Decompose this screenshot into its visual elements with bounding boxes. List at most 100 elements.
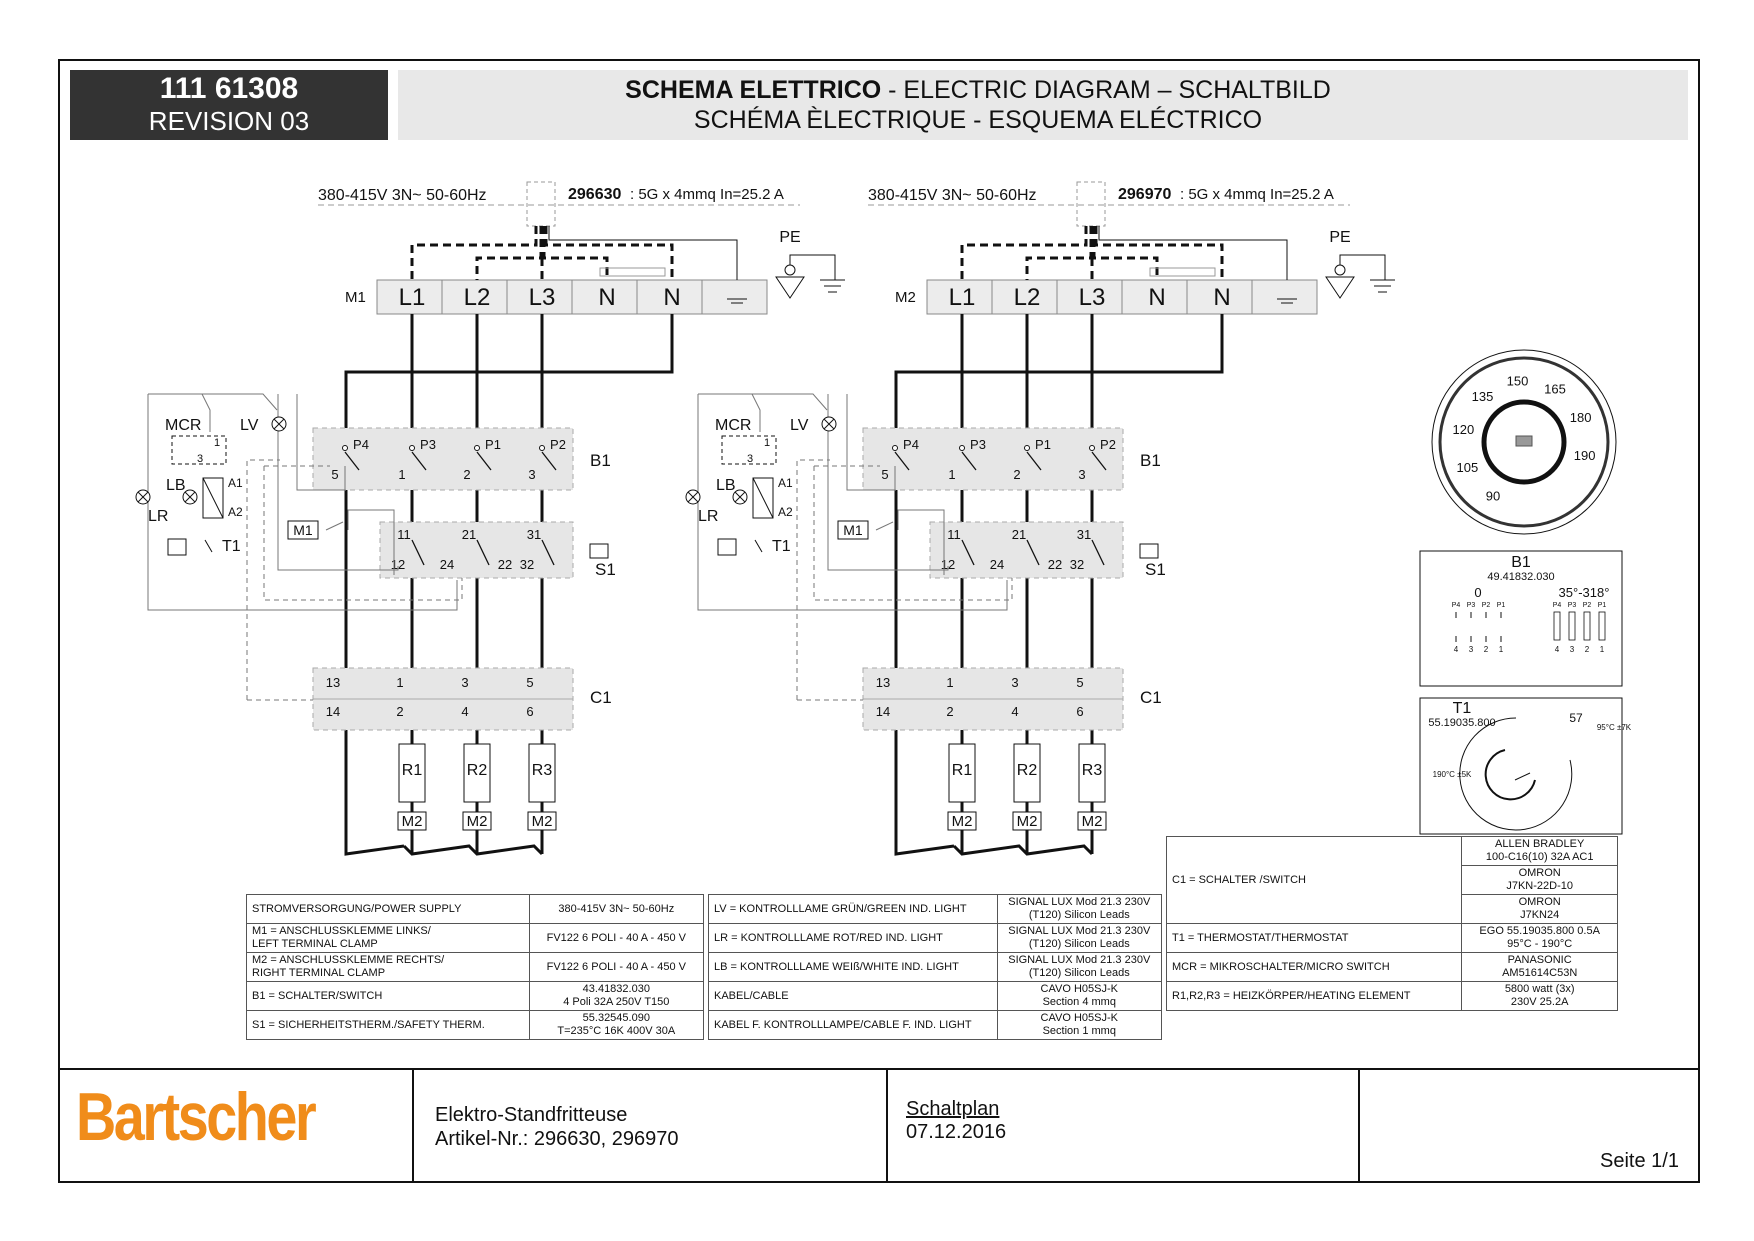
terminal-label: N bbox=[598, 284, 615, 311]
b1-pin-label: P2 bbox=[1100, 437, 1116, 452]
control-wire bbox=[875, 521, 894, 531]
spec-cell: 380-415V 3N~ 50-60Hz bbox=[528, 894, 705, 924]
b1-detail-pin: P3 bbox=[1467, 602, 1476, 609]
s1-contact bbox=[961, 539, 975, 566]
lamp-x bbox=[273, 418, 285, 430]
a2-label: A2 bbox=[228, 505, 243, 519]
b1-pin bbox=[409, 445, 415, 451]
title-block: SCHEMA ELETTRICO - ELECTRIC DIAGRAM – SC… bbox=[398, 70, 1688, 140]
b1-contact bbox=[1091, 451, 1107, 471]
c1-label: C1 bbox=[590, 688, 612, 707]
s1-pin-label: 31 bbox=[1077, 527, 1091, 542]
s1-sensor-icon bbox=[1139, 543, 1159, 559]
heater-label: R3 bbox=[1082, 762, 1103, 779]
m1-box-label: M1 bbox=[293, 522, 313, 538]
heater-label: R2 bbox=[467, 762, 488, 779]
page-number: Seite 1/1 bbox=[1600, 1150, 1679, 1172]
revision: REVISION 03 bbox=[148, 106, 310, 136]
s1-sensor-icon bbox=[589, 543, 609, 559]
b1-detail-pin: P1 bbox=[1497, 602, 1506, 609]
star-point bbox=[402, 844, 544, 856]
c1-pin-label: 5 bbox=[1076, 675, 1083, 690]
spec-cell: FV122 6 POLI - 40 A - 450 V bbox=[528, 923, 705, 953]
b1-pin bbox=[892, 445, 898, 451]
c1-pin-label: 4 bbox=[1011, 704, 1018, 719]
pe-node bbox=[784, 264, 796, 276]
b1-contact bbox=[541, 451, 557, 471]
cable-entry bbox=[526, 181, 556, 227]
control-wire bbox=[751, 393, 761, 432]
mcr-pin-label: 3 bbox=[197, 453, 203, 465]
c1-pin-label: 1 bbox=[396, 675, 403, 690]
c1-pin-label: 14 bbox=[876, 704, 890, 719]
b1-detail-contact bbox=[1583, 611, 1591, 641]
t1-detail-hi: 95°C ±7K bbox=[1597, 723, 1632, 732]
s1-pin-label: 22 bbox=[1048, 557, 1062, 572]
t1-detail-label: 57 bbox=[1569, 711, 1583, 725]
lb-label: LB bbox=[166, 477, 186, 494]
c1-label: C1 bbox=[1140, 688, 1162, 707]
a1-label: A1 bbox=[228, 476, 243, 490]
title-line-1: SCHEMA ELETTRICO - ELECTRIC DIAGRAM – SC… bbox=[398, 76, 1558, 105]
spec-cell: S1 = SICHERHEITSTHERM./SAFETY THERM. bbox=[246, 1010, 530, 1040]
control-wire bbox=[296, 394, 346, 491]
wire-n bbox=[344, 314, 674, 856]
footer-cell-product bbox=[412, 1068, 414, 1181]
b1-detail-contact bbox=[1553, 611, 1561, 641]
b1-label: B1 bbox=[1140, 451, 1161, 470]
b1-detail-pin: P2 bbox=[1583, 602, 1592, 609]
terminal-label: N bbox=[1148, 284, 1165, 311]
b1-switch bbox=[312, 427, 574, 491]
spec-cell: KABEL F. KONTROLLLAMPE/CABLE F. IND. LIG… bbox=[708, 1010, 998, 1040]
c1-pin-label: 3 bbox=[461, 675, 468, 690]
t1-label: T1 bbox=[772, 538, 791, 555]
terminal-label: N bbox=[663, 284, 680, 311]
heater-r2 bbox=[463, 743, 491, 803]
mcr-switch bbox=[721, 435, 777, 465]
lb-label: LB bbox=[716, 477, 736, 494]
spec-cell: 5800 watt (3x)230V 25.2A bbox=[1461, 981, 1618, 1011]
terminal-label: L1 bbox=[949, 284, 976, 311]
b1-detail-contact bbox=[1568, 611, 1576, 641]
spec-row: M2 = ANSCHLUSSKLEMME RECHTS/ RIGHT TERMI… bbox=[246, 952, 705, 982]
drawing-number-block: 111 61308 REVISION 03 bbox=[70, 70, 388, 140]
s1-contact bbox=[541, 539, 555, 566]
s1-label: S1 bbox=[1145, 560, 1166, 579]
s1-contact bbox=[1026, 539, 1040, 566]
b1-pin-label: P4 bbox=[353, 437, 369, 452]
b1-pin-label: P1 bbox=[485, 437, 501, 452]
s1-pin-label: 21 bbox=[1012, 527, 1026, 542]
footer-cell-page bbox=[1358, 1068, 1360, 1181]
b1-pin bbox=[959, 445, 965, 451]
control-wire bbox=[813, 466, 1013, 601]
t1-detail-inner-arc bbox=[1484, 749, 1536, 801]
footer-cell-doc bbox=[886, 1068, 888, 1181]
relay-coil-mark bbox=[752, 477, 774, 519]
s1-switch bbox=[929, 521, 1124, 579]
lv-label: LV bbox=[240, 417, 259, 434]
spec-cell: R1,R2,R3 = HEIZKÖRPER/HEATING ELEMENT bbox=[1165, 981, 1463, 1011]
c1-pin-label: 5 bbox=[526, 675, 533, 690]
dial-mark: 120 bbox=[1453, 422, 1475, 437]
doc-type: Schaltplan bbox=[906, 1098, 1000, 1120]
heater-terminal-label: M2 bbox=[1017, 813, 1038, 830]
dial-mark: 105 bbox=[1457, 460, 1479, 475]
pe-triangle-icon bbox=[775, 276, 805, 299]
b1-detail-pin: P1 bbox=[1598, 602, 1607, 609]
spec-cell: M1 = ANSCHLUSSKLEMME LINKS/ LEFT TERMINA… bbox=[246, 923, 530, 953]
article-numbers: Artikel-Nr.: 296630, 296970 bbox=[435, 1128, 679, 1150]
b1-detail-pin: 3 bbox=[1469, 645, 1474, 654]
bridge bbox=[1149, 267, 1216, 277]
spec-cell: C1 = SCHALTER /SWITCH bbox=[1165, 836, 1463, 924]
b1-contact bbox=[476, 451, 492, 471]
b1-pin bbox=[474, 445, 480, 451]
